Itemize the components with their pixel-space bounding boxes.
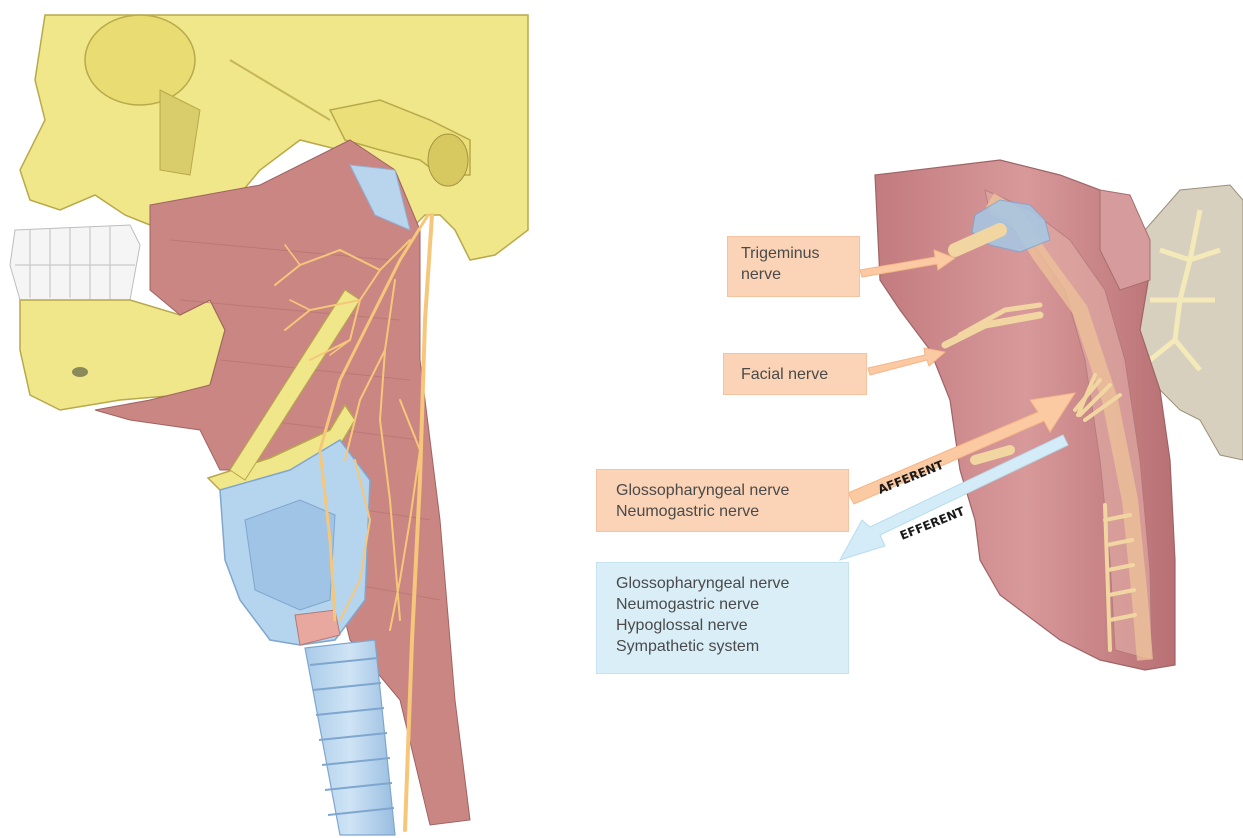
efferent-nerves-box: Glossopharyngeal nerve Neumogastric nerv…	[596, 562, 849, 674]
efferent-nerve-4: Sympathetic system	[616, 636, 848, 657]
trigeminus-label-line-2: nerve	[741, 264, 859, 285]
teeth	[10, 225, 140, 300]
efferent-nerve-3: Hypoglossal nerve	[616, 615, 848, 636]
trigeminus-label-line-1: Trigeminus	[741, 243, 859, 264]
afferent-nerves-box: Glossopharyngeal nerve Neumogastric nerv…	[596, 469, 849, 532]
facial-label-box: Facial nerve	[723, 353, 867, 395]
facial-label: Facial nerve	[741, 364, 866, 385]
trigeminus-label-box: Trigeminus nerve	[727, 236, 860, 297]
brainstem	[875, 160, 1175, 670]
efferent-nerve-1: Glossopharyngeal nerve	[616, 573, 848, 594]
afferent-nerve-2: Neumogastric nerve	[616, 501, 848, 522]
efferent-nerve-2: Neumogastric nerve	[616, 594, 848, 615]
facial-arrow	[868, 348, 945, 375]
afferent-nerve-1: Glossopharyngeal nerve	[616, 480, 848, 501]
